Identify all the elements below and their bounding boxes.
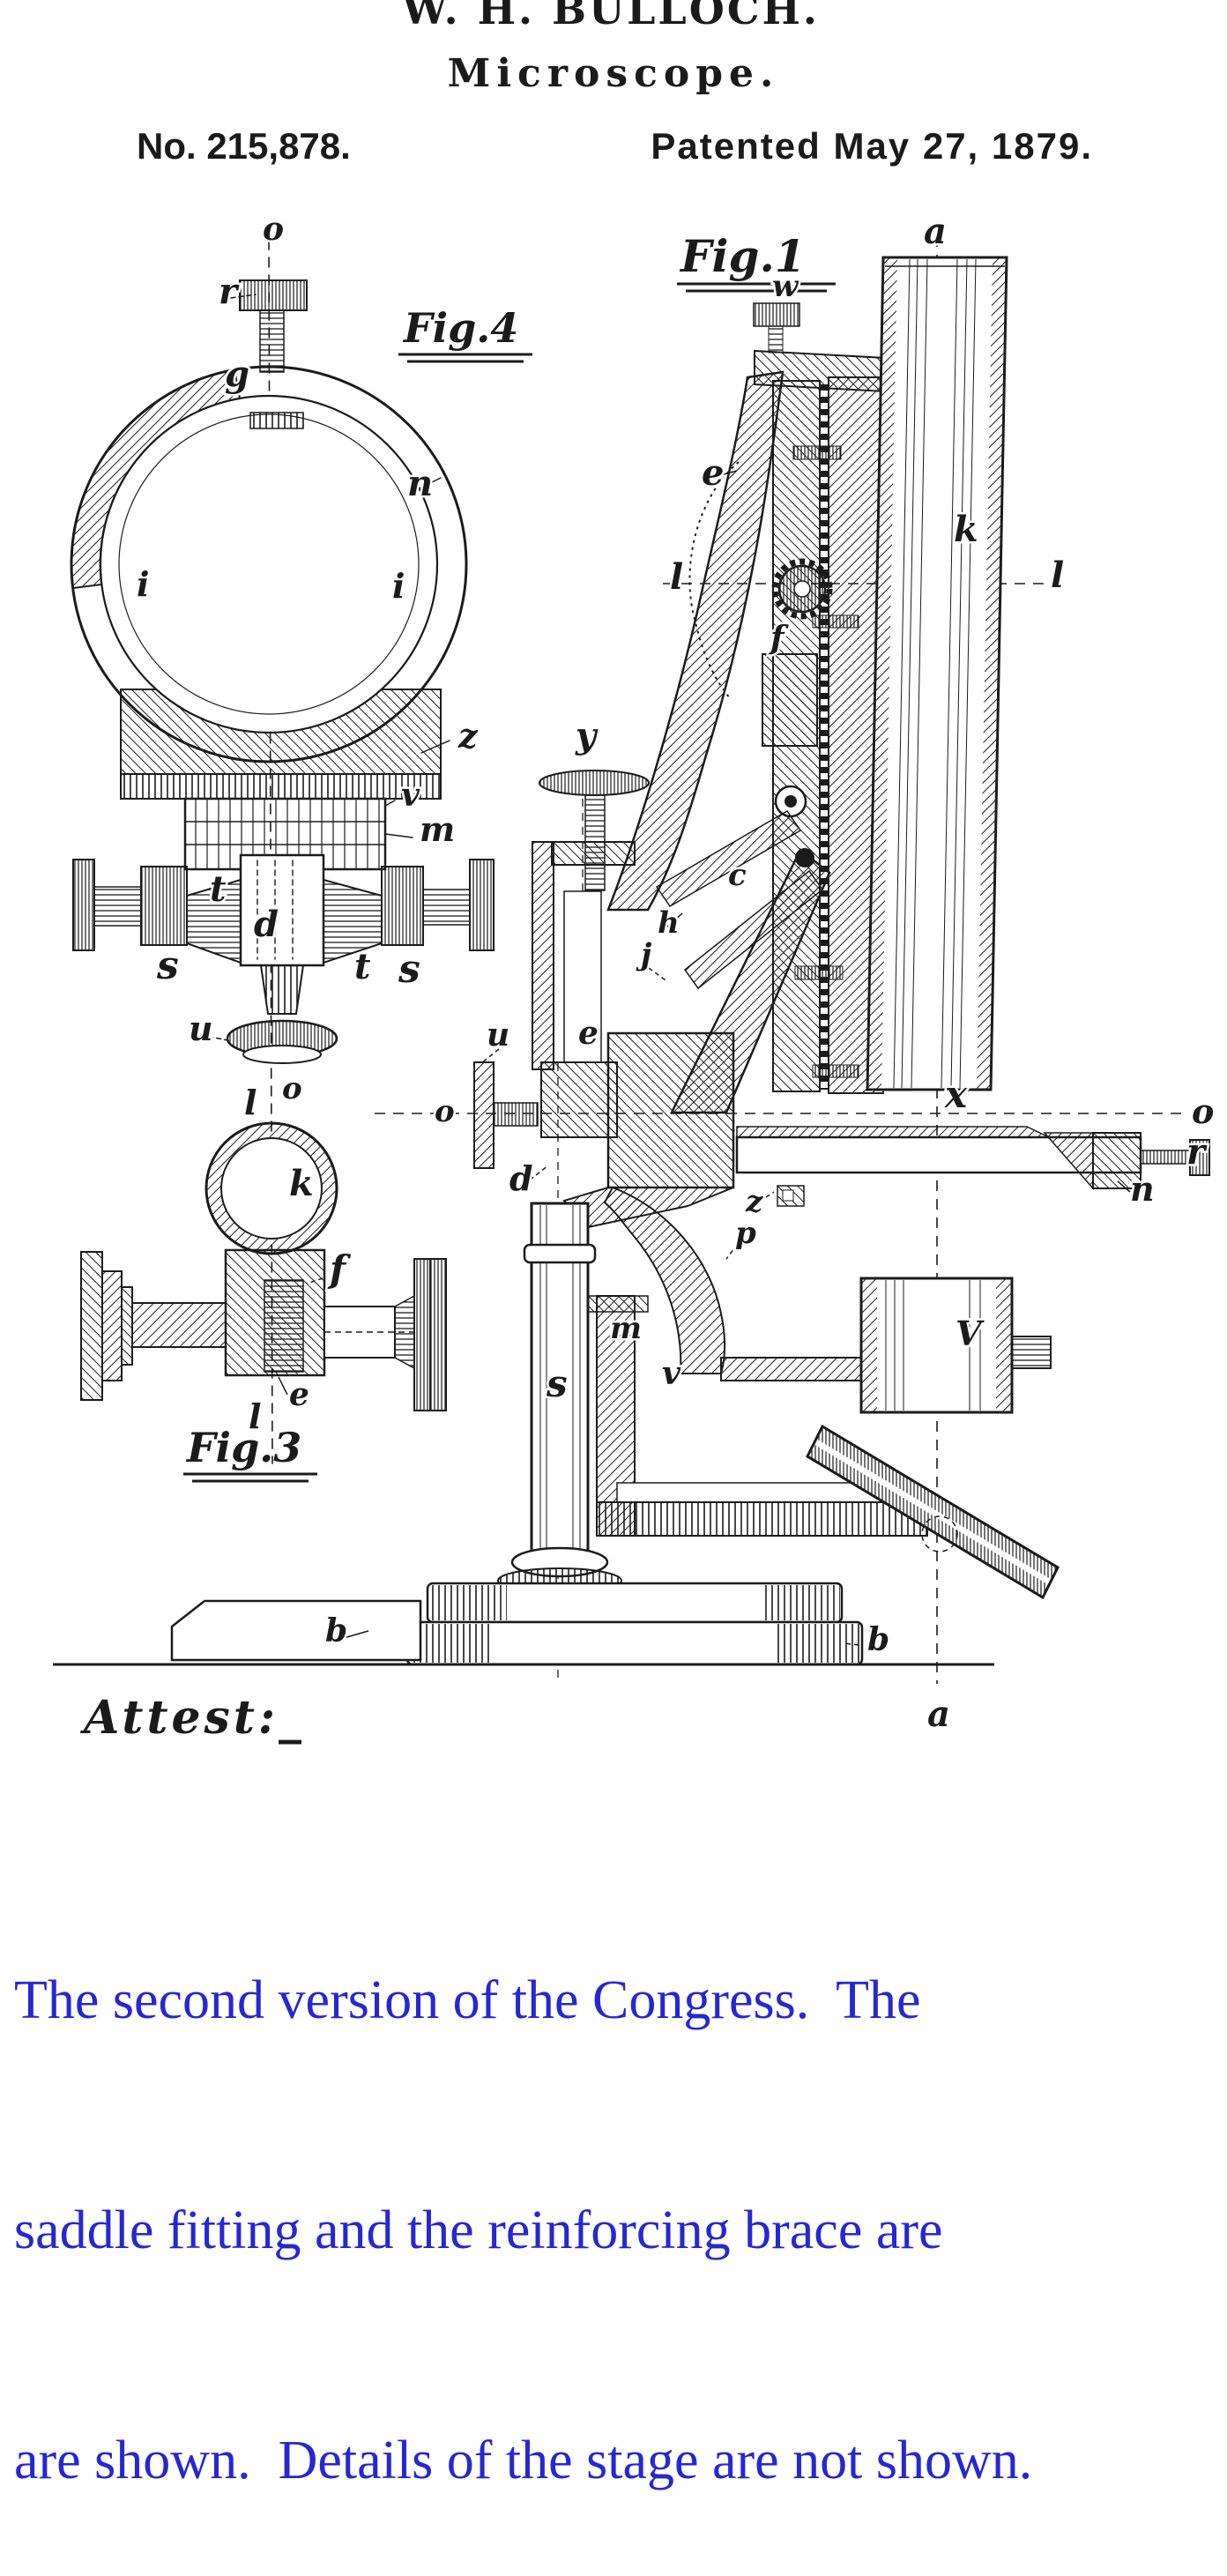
- part-label-t: t: [210, 868, 227, 910]
- fig4-saddle-ring-drawing: [70, 239, 495, 1464]
- part-label-w: w: [772, 269, 799, 304]
- part-label-h: h: [658, 905, 680, 941]
- caption-text: The second version of the Congress. The …: [14, 1809, 1223, 2576]
- part-label-o: o: [282, 1071, 302, 1106]
- part-label-o: o: [263, 211, 284, 248]
- document-title: Microscope.: [447, 51, 780, 96]
- part-label-s: s: [156, 943, 179, 988]
- part-label-l: l: [670, 556, 683, 598]
- part-label-r: r: [1186, 1131, 1208, 1173]
- part-label-m: m: [420, 809, 455, 849]
- part-label-e: e: [702, 452, 724, 494]
- attest-heading: Attest:_: [84, 1691, 306, 1745]
- part-label-g: g: [225, 354, 249, 395]
- inventor-name: W. H. BULLOCH.: [402, 0, 820, 34]
- part-label-l: l: [244, 1083, 257, 1122]
- part-label-y: y: [575, 715, 599, 756]
- caption-line-2: saddle fitting and the reinforcing brace…: [14, 2200, 943, 2260]
- fig3-clamp-fitting-drawing: [80, 1121, 447, 1411]
- part-label-d: d: [509, 1158, 533, 1198]
- patent-page: { "header": { "inventor": "W. H. BULLOCH…: [14, 0, 1216, 2490]
- patent-date: Patented May 27, 1879.: [651, 125, 1093, 167]
- caption-line-1: The second version of the Congress. The: [14, 1970, 921, 2030]
- part-label-o: o: [1192, 1091, 1214, 1131]
- part-label-x: x: [944, 1073, 968, 1116]
- part-label-c: c: [728, 858, 747, 893]
- part-label-j: j: [636, 937, 652, 972]
- fig4-title: Fig.4: [402, 304, 518, 352]
- part-label-z: z: [457, 716, 479, 756]
- fig1-title: Fig.1: [679, 230, 806, 282]
- part-label-d: d: [254, 904, 279, 945]
- part-label-i: i: [392, 566, 405, 606]
- part-label-r: r: [219, 271, 240, 312]
- part-label-a: a: [927, 1694, 950, 1735]
- fig3-title: Fig.3: [185, 1424, 301, 1471]
- part-label-s: s: [398, 947, 420, 992]
- part-label-l: l: [1051, 555, 1064, 596]
- part-label-v: v: [401, 777, 420, 814]
- part-label-k: k: [289, 1163, 314, 1204]
- patent-number: No. 215,878.: [137, 125, 351, 167]
- figure-titles: Fig.1 Fig.4 Fig.3: [183, 230, 836, 1483]
- part-label-u: u: [487, 1016, 509, 1053]
- part-label-b: b: [867, 1621, 889, 1658]
- part-label-f: f: [327, 1247, 352, 1291]
- fig1-microscope-drawing: [53, 236, 1210, 1684]
- part-label-i: i: [137, 564, 149, 604]
- part-label-z: z: [745, 1184, 763, 1219]
- part-label-n: n: [407, 463, 433, 504]
- part-label-p: p: [735, 1216, 756, 1251]
- part-label-n: n: [1130, 1169, 1155, 1209]
- part-label-e: e: [289, 1376, 309, 1413]
- caption-line-3: are shown. Details of the stage are not …: [14, 2431, 1033, 2490]
- part-label-s: s: [546, 1362, 568, 1405]
- part-label-e: e: [578, 1015, 599, 1052]
- part-label-a: a: [924, 211, 947, 252]
- part-label-m: m: [610, 1311, 642, 1346]
- part-label-o: o: [435, 1094, 455, 1129]
- part-label-l: l: [249, 1396, 261, 1436]
- part-label-t: t: [354, 946, 371, 987]
- part-label-V: V: [956, 1314, 985, 1353]
- part-label-u: u: [189, 1009, 213, 1048]
- part-label-v: v: [662, 1355, 681, 1392]
- part-label-b: b: [325, 1612, 347, 1649]
- patent-drawing: Fig.1 Fig.4 Fig.3 orgniizvmtdstsulokfela…: [53, 209, 1216, 1738]
- part-label-k: k: [954, 509, 978, 550]
